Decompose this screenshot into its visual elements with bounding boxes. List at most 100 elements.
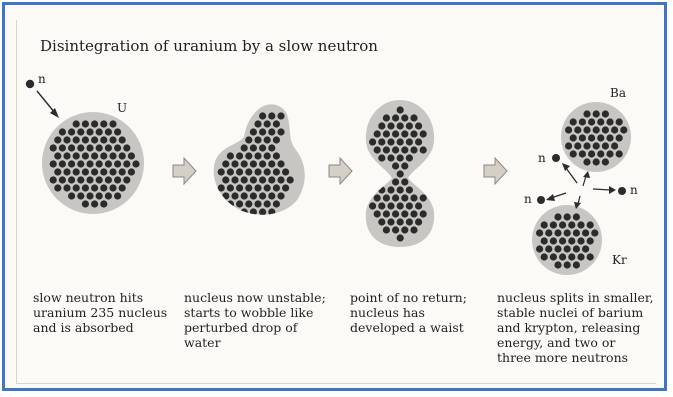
nucleon-particle (554, 261, 561, 268)
nucleon-particle (245, 200, 252, 207)
nucleon-particle (86, 176, 93, 183)
nucleon-particle (96, 144, 103, 151)
nucleon-particle (282, 184, 289, 191)
nucleon-particle (268, 176, 275, 183)
nucleon-particle (259, 112, 266, 119)
nucleon-particle (222, 160, 229, 167)
nucleon-particle (227, 152, 234, 159)
nucleon-particle (250, 144, 257, 151)
nucleon-particle (86, 128, 93, 135)
nucleon-particle (574, 142, 581, 149)
nucleon-particle (397, 218, 404, 225)
incoming-neutron-label: n (38, 72, 46, 86)
nucleon-particle (59, 176, 66, 183)
nucleon-particle (268, 144, 275, 151)
nucleon-particle (583, 158, 590, 165)
nucleon-particle (123, 176, 130, 183)
nucleon-particle (602, 110, 609, 117)
nucleon-particle (606, 150, 613, 157)
nucleon-particle (559, 253, 566, 260)
nucleon-particle (273, 136, 280, 143)
nucleon-particle (401, 130, 408, 137)
nucleon-particle (568, 253, 575, 260)
nucleon-particle (241, 192, 248, 199)
nucleon-particle (264, 168, 271, 175)
caption-stage-1: slow neutron hits uranium 235 nucleus an… (33, 290, 167, 335)
nucleon-particle (602, 142, 609, 149)
nucleon-particle (259, 144, 266, 151)
nucleon-particle (583, 110, 590, 117)
nucleon-particle (397, 138, 404, 145)
nucleon-particle (241, 208, 248, 215)
nucleon-particle (577, 237, 584, 244)
nucleon-particle (606, 134, 613, 141)
nucleon-particle (86, 144, 93, 151)
nucleon-particle (273, 152, 280, 159)
nucleon-particle (606, 118, 613, 125)
nucleon-particle (236, 152, 243, 159)
nucleon-particle (96, 128, 103, 135)
nucleon-particle (559, 237, 566, 244)
nucleon-particle (387, 138, 394, 145)
nucleon-particle (392, 162, 399, 169)
nucleon-particle (591, 229, 598, 236)
nucleon-particle (415, 122, 422, 129)
caption-stage-4: nucleus splits in smaller, stable nuclei… (497, 290, 653, 365)
nucleon-particle (410, 194, 417, 201)
nucleon-particle (616, 118, 623, 125)
nucleon-particle (96, 176, 103, 183)
nucleon-particle (378, 202, 385, 209)
released-neutron-3 (537, 196, 545, 204)
nucleon-particle (259, 192, 266, 199)
nucleon-particle (282, 168, 289, 175)
nucleon-particle (420, 210, 427, 217)
nucleon-particle (128, 168, 135, 175)
nucleon-particle (415, 138, 422, 145)
nucleon-particle (536, 229, 543, 236)
nucleon-particle (573, 245, 580, 252)
nucleon-particle (401, 194, 408, 201)
nucleon-particle (573, 261, 580, 268)
nucleon-particle (406, 202, 413, 209)
nucleon-particle (597, 134, 604, 141)
nucleon-particle (550, 221, 557, 228)
nucleon-particle (582, 245, 589, 252)
nucleon-particle (259, 176, 266, 183)
nucleon-particle (236, 200, 243, 207)
nucleon-particle (268, 128, 275, 135)
nucleon-particle (401, 162, 408, 169)
released-neutron-2 (618, 187, 626, 195)
nucleon-particle (123, 160, 130, 167)
nucleon-particle (82, 184, 89, 191)
nucleon-particle (82, 152, 89, 159)
nucleon-particle (91, 152, 98, 159)
nucleon-particle (68, 128, 75, 135)
nucleon-particle (397, 170, 404, 177)
nucleon-particle (378, 218, 385, 225)
nucleon-particle (406, 218, 413, 225)
nucleon-particle (554, 245, 561, 252)
nucleon-particle (277, 128, 284, 135)
nucleon-particle (250, 160, 257, 167)
nucleon-particle (100, 136, 107, 143)
nucleon-particle (231, 176, 238, 183)
nucleon-particle (109, 168, 116, 175)
nucleon-particle (550, 253, 557, 260)
caption-stage-3: point of no return; nucleus has develope… (350, 290, 467, 335)
nucleon-particle (392, 114, 399, 121)
nucleon-particle (378, 186, 385, 193)
nucleon-particle (550, 237, 557, 244)
nucleon-particle (259, 128, 266, 135)
nucleon-particle (245, 168, 252, 175)
nucleon-particle (128, 152, 135, 159)
nucleon-particle (241, 160, 248, 167)
nucleon-particle (54, 152, 61, 159)
nucleon-particle (415, 202, 422, 209)
nucleon-particle (50, 176, 57, 183)
nucleon-particle (536, 245, 543, 252)
nucleon-particle (264, 120, 271, 127)
released-neutron-2-arrowhead (609, 186, 616, 194)
nucleon-particle (583, 126, 590, 133)
nucleon-particle (109, 184, 116, 191)
nucleon-particle (119, 136, 126, 143)
